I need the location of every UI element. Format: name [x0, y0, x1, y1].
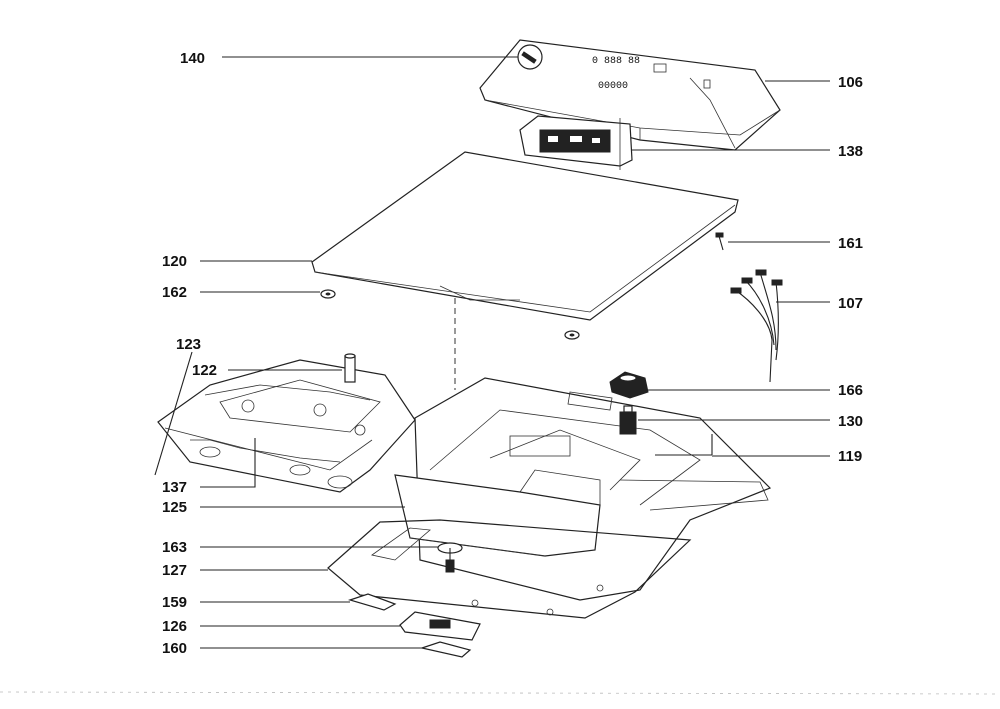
label-161: 161 [838, 235, 863, 252]
label-138: 138 [838, 143, 863, 160]
label-106: 106 [838, 74, 863, 91]
display-digits-top: 0 888 88 [592, 56, 640, 67]
pressure-switch-166 [609, 371, 649, 399]
label-163: 163 [162, 539, 187, 556]
wire-harness-107 [730, 269, 783, 383]
scan-edge-line [0, 691, 1000, 695]
float-163 [437, 542, 463, 573]
label-107: 107 [838, 295, 863, 312]
label-120: 120 [162, 253, 187, 270]
label-127: 127 [162, 562, 187, 579]
valve-130 [619, 405, 637, 435]
display-digits-bottom: 00000 [598, 81, 628, 92]
label-140: 140 [180, 50, 205, 67]
label-125: 125 [162, 499, 187, 516]
tray-125 [394, 469, 601, 557]
label-162: 162 [162, 284, 187, 301]
label-159: 159 [162, 594, 187, 611]
bracket-126 [399, 611, 481, 641]
label-123: 123 [176, 336, 201, 353]
part-labels: 140 106 138 161 120 162 107 123 122 166 … [162, 50, 863, 657]
clip-159 [347, 593, 397, 611]
base-plate-127 [327, 519, 692, 619]
label-137: 137 [162, 479, 187, 496]
screw-161 [715, 232, 724, 251]
top-lid-120 [311, 151, 739, 321]
handle-160 [419, 641, 472, 658]
control-panel-106: 0 888 88 00000 [479, 39, 781, 151]
dispenser-123 [157, 359, 416, 493]
label-126: 126 [162, 618, 187, 635]
label-166: 166 [838, 382, 863, 399]
label-130: 130 [838, 413, 863, 430]
leader-lines [154, 56, 830, 649]
electronic-board-138 [519, 115, 633, 170]
label-119: 119 [838, 448, 862, 465]
label-122: 122 [192, 362, 217, 379]
label-160: 160 [162, 640, 187, 657]
pin-122 [344, 353, 356, 383]
